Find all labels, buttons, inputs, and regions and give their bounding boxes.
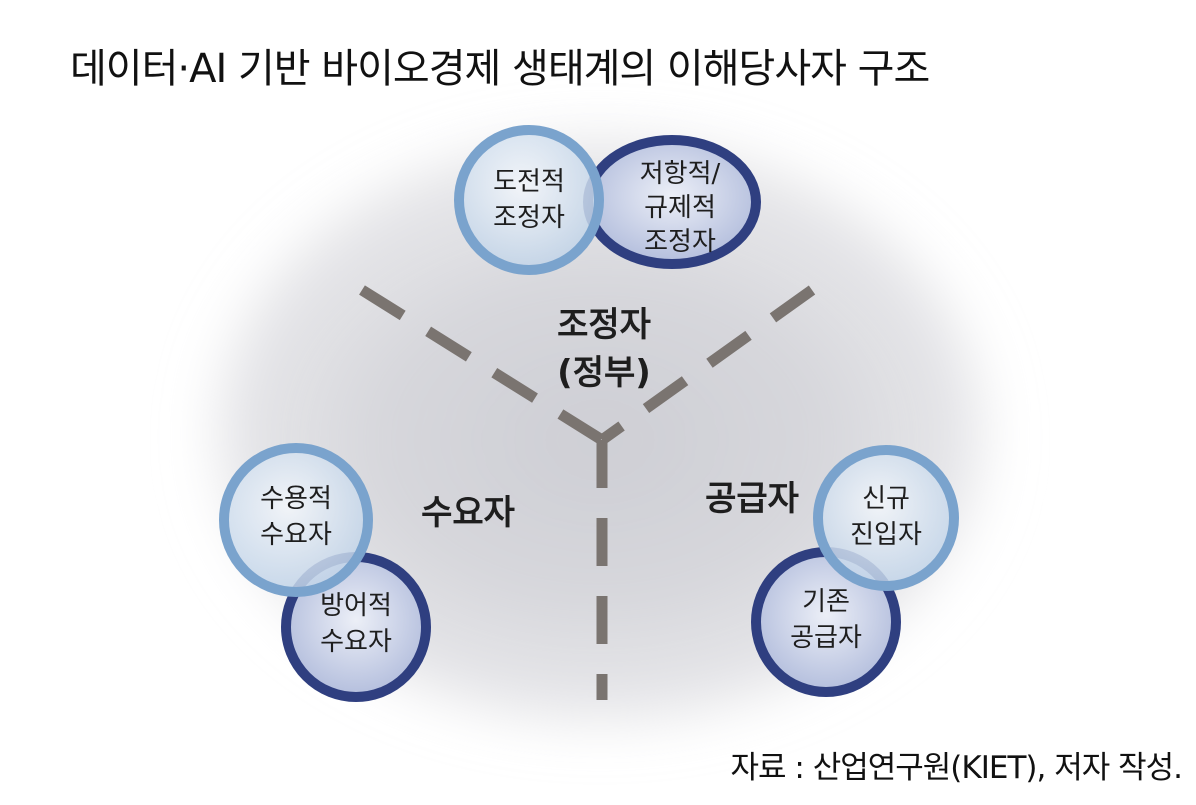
svg-text:진입자: 진입자 [850,520,922,550]
svg-text:조정자: 조정자 [557,305,651,345]
circle-challenging-regulator: 도전적 조정자 [454,125,604,275]
svg-text:기존: 기존 [802,587,850,617]
svg-text:규제적: 규제적 [644,193,716,223]
group-label-supply: 공급자 [705,479,799,519]
svg-text:방어적: 방어적 [320,591,392,621]
circle-new-entrant: 신규 진입자 [813,445,959,591]
svg-text:수요자: 수요자 [260,520,332,550]
svg-text:신규: 신규 [862,484,910,514]
dashed-dividers [359,285,816,700]
divider-left [359,285,605,445]
divider-right [598,285,816,445]
svg-text:도전적: 도전적 [493,167,565,197]
svg-text:수요자: 수요자 [320,627,392,657]
group-label-regulator: 조정자 (정부) [557,305,651,393]
svg-text:조정자: 조정자 [493,203,565,233]
page-title: 데이터·AI 기반 바이오경제 생태계의 이해당사자 구조 [70,46,930,92]
circle-resistant-regulator: 저항적/ 규제적 조정자 [583,135,761,269]
svg-text:저항적/: 저항적/ [640,159,721,189]
svg-text:(정부): (정부) [557,353,651,393]
circle-accepting-consumer: 수용적 수요자 [219,443,373,597]
svg-text:조정자: 조정자 [644,227,716,257]
group-label-demand: 수요자 [421,493,515,533]
source-note: 자료 : 산업연구원(KIET), 저자 작성. [730,750,1183,786]
circle-incumbent-supplier: 기존 공급자 [751,547,901,697]
svg-text:공급자: 공급자 [790,623,862,653]
svg-text:수용적: 수용적 [260,484,332,514]
